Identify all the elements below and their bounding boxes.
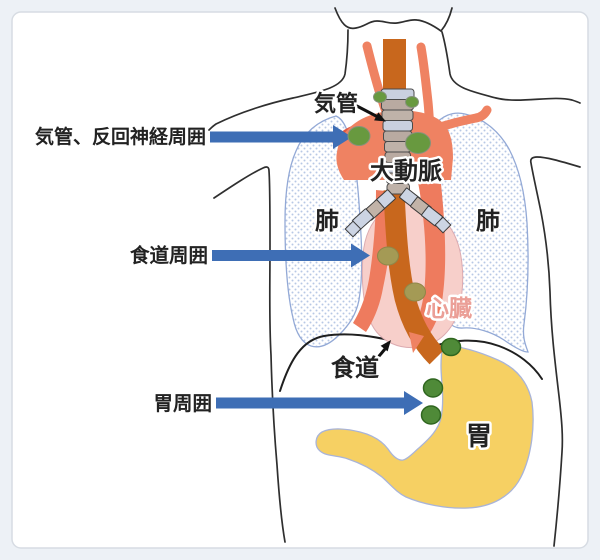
leader-arrows — [354, 103, 391, 369]
perigastric-arrow — [216, 391, 423, 415]
ascending-vessel-band — [353, 190, 395, 332]
lymph-node-peritracheal — [405, 132, 431, 154]
perigastric-annotation-label: 胃周囲 — [153, 393, 212, 415]
right-jaw-outline — [440, 7, 453, 32]
body-outline — [208, 7, 581, 547]
right-lung-label: 肺 — [476, 208, 500, 235]
trachea-label: 気管 — [314, 91, 358, 116]
aorta-label: 大動脈 — [370, 158, 442, 185]
lymph-node-peritracheal — [405, 96, 419, 108]
stomach — [315, 344, 534, 509]
lymph-node-peritracheal — [373, 91, 387, 103]
annotation-labels: 気管、反回神経周囲 食道周囲 胃周囲 — [32, 123, 214, 418]
diaphragm-left-curve — [279, 333, 394, 392]
left-bronchus-tip — [344, 220, 362, 238]
right-neck-shoulder-outline — [441, 31, 581, 104]
annotation-arrows — [210, 125, 423, 415]
peritracheal-annotation-label: 気管、反回神経周囲 — [35, 125, 206, 148]
bronchi — [344, 187, 452, 238]
esophagus-leader-arrowhead — [380, 340, 391, 352]
periesophageal-arrow — [212, 243, 370, 268]
lymph-node-perigastric — [420, 405, 442, 425]
right-torso-outline — [529, 156, 581, 547]
esophagus-thoracic — [383, 189, 445, 365]
lymph-node-periesophageal — [377, 246, 399, 266]
organ-labels: 気管 大動脈 肺 肺 心臓 食道 胃 — [312, 89, 503, 454]
left-torso-outline — [213, 166, 286, 543]
heart-label: 心臓 — [426, 295, 472, 321]
aorta-tip-overlap — [409, 332, 424, 353]
lymph-node-perigastric — [440, 337, 462, 357]
left-lung-label: 肺 — [315, 208, 339, 235]
peritracheal-arrow — [210, 125, 352, 149]
esophagus-leader-line — [367, 348, 387, 369]
lymph-node-periesophageal — [404, 282, 426, 302]
right-bronchus-tip — [434, 216, 452, 234]
trachea-ring — [382, 120, 413, 132]
trachea-leader-arrowhead — [374, 112, 386, 122]
trachea-leader-line — [354, 103, 378, 118]
stomach-label: 胃 — [466, 421, 492, 451]
left-neck-shoulder-outline — [208, 29, 349, 131]
lymph-nodes — [347, 91, 462, 425]
lymph-node-peritracheal — [347, 126, 371, 146]
chin-outline — [334, 7, 442, 32]
trachea — [380, 88, 415, 195]
esophagus-cervical — [383, 39, 406, 101]
trachea-ring — [381, 109, 414, 121]
subclavian-branch — [432, 105, 492, 133]
lymph-node-perigastric — [422, 378, 444, 398]
periesophageal-annotation-label: 食道周囲 — [130, 244, 208, 267]
esophagus-label: 食道 — [331, 354, 379, 382]
